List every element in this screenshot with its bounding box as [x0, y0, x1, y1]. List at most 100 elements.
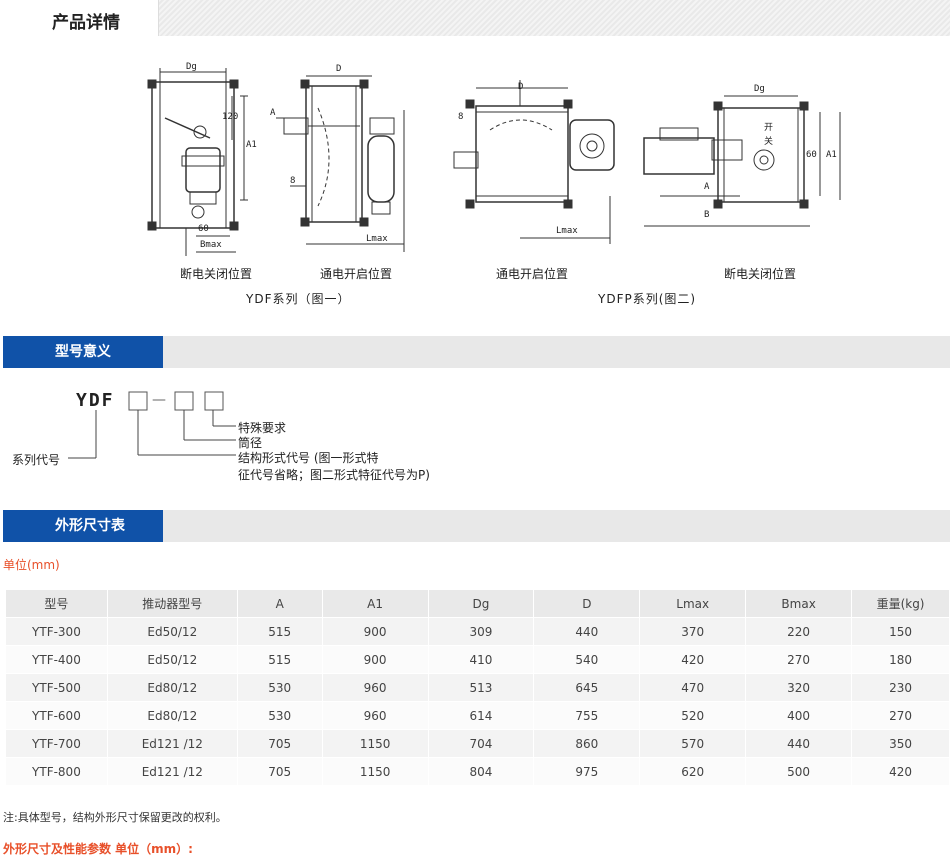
- table-cell: 180: [851, 645, 950, 674]
- table-cell: 515: [236, 617, 323, 646]
- dimensions-table: 型号 推动器型号 A A1 Dg D Lmax Bmax 重量(kg) YTF-…: [5, 589, 950, 786]
- model-meaning-header: 型号意义: [3, 336, 950, 368]
- table-cell: 1150: [321, 729, 429, 758]
- fig2-lmax-label: Lmax: [556, 226, 578, 236]
- column-header: A: [236, 589, 323, 618]
- table-cell: YTF-400: [5, 645, 108, 674]
- fig2-series-caption: YDFP系列(图二): [598, 292, 697, 306]
- table-cell: 645: [533, 673, 641, 702]
- table-cell: 520: [639, 701, 747, 730]
- table-cell: Ed50/12: [106, 645, 238, 674]
- tab-product-details-label: 产品详情: [52, 13, 120, 33]
- column-header: Lmax: [639, 589, 747, 618]
- table-cell: 860: [533, 729, 641, 758]
- table-cell: YTF-300: [5, 617, 108, 646]
- table-cell: Ed50/12: [106, 617, 238, 646]
- fig1-a1-label: A1: [246, 140, 257, 150]
- table-cell: Ed80/12: [106, 701, 238, 730]
- table-cell: 900: [321, 645, 429, 674]
- table-cell: 1150: [321, 757, 429, 786]
- fig1-closed-drawing: [147, 68, 248, 256]
- table-cell: Ed121 /12: [106, 729, 238, 758]
- fig1-d-label: D: [336, 64, 342, 74]
- fig2-60-label: 60: [806, 150, 817, 160]
- table-cell: 309: [427, 617, 535, 646]
- table-cell: 900: [321, 617, 429, 646]
- performance-heading: 外形尺寸及性能参数 单位（mm）:: [3, 842, 193, 856]
- table-note: 注:具体型号，结构外形尺寸保留更改的权利。: [3, 811, 227, 824]
- table-cell: 530: [236, 701, 323, 730]
- fig2-closed-drawing: [643, 95, 841, 227]
- table-row: YTF-700 Ed121 /12 705 1150 704 860 570 4…: [5, 729, 950, 758]
- table-cell: 500: [745, 757, 853, 786]
- table-cell: 960: [321, 673, 429, 702]
- fig2-8-label: 8: [458, 112, 464, 122]
- model-dash: —: [152, 392, 166, 408]
- column-header: 型号: [5, 589, 108, 618]
- table-cell: 614: [427, 701, 535, 730]
- table-cell: 400: [745, 701, 853, 730]
- dimensions-title: 外形尺寸表: [3, 510, 163, 542]
- model-prefix: YDF: [76, 390, 115, 411]
- model-special-label: 特殊要求: [238, 421, 287, 435]
- table-cell: 755: [533, 701, 641, 730]
- table-row: YTF-300 Ed50/12 515 900 309 440 370 220 …: [5, 617, 950, 646]
- table-cell: 960: [321, 701, 429, 730]
- model-structure-label-2: 征代号省略；图二形式特征代号为P): [238, 468, 430, 482]
- table-cell: 530: [236, 673, 323, 702]
- table-cell: 270: [851, 701, 950, 730]
- table-cell: Ed80/12: [106, 673, 238, 702]
- table-cell: 220: [745, 617, 853, 646]
- dimension-drawings: [147, 68, 841, 256]
- fig1-open-caption: 通电开启位置: [320, 267, 393, 281]
- column-header: 推动器型号: [106, 589, 238, 618]
- column-header: D: [533, 589, 641, 618]
- fig2-open-drawing: [453, 80, 615, 244]
- unit-label: 单位(mm): [3, 558, 60, 572]
- table-cell: YTF-500: [5, 673, 108, 702]
- fig2-a-label: A: [704, 182, 710, 192]
- tab-bar: 产品详情: [0, 0, 950, 36]
- fig1-8-label: 8: [290, 176, 296, 186]
- column-header: A1: [321, 589, 429, 618]
- table-row: YTF-500 Ed80/12 530 960 513 645 470 320 …: [5, 673, 950, 702]
- fig1-closed-caption: 断电关闭位置: [180, 267, 253, 281]
- table-cell: 705: [236, 729, 323, 758]
- table-row: YTF-800 Ed121 /12 705 1150 804 975 620 5…: [5, 757, 950, 786]
- table-row: YTF-600 Ed80/12 530 960 614 755 520 400 …: [5, 701, 950, 730]
- table-cell: 230: [851, 673, 950, 702]
- fig1-a-label: A: [270, 108, 276, 118]
- table-cell: 320: [745, 673, 853, 702]
- fig1-bmax-label: Bmax: [200, 240, 222, 250]
- fig2-a1-label: A1: [826, 150, 837, 160]
- table-cell: 975: [533, 757, 641, 786]
- fig1-series-caption: YDF系列（图一）: [246, 292, 351, 306]
- table-cell: YTF-700: [5, 729, 108, 758]
- fig2-dg-label: Dg: [754, 84, 765, 94]
- table-cell: 270: [745, 645, 853, 674]
- table-header-row: 型号 推动器型号 A A1 Dg D Lmax Bmax 重量(kg): [5, 589, 950, 618]
- tab-product-details[interactable]: 产品详情: [0, 0, 159, 36]
- table-cell: 704: [427, 729, 535, 758]
- fig2-open-caption: 通电开启位置: [496, 267, 569, 281]
- fig1-lmax-label: Lmax: [366, 234, 388, 244]
- model-series-code-label: 系列代号: [12, 453, 61, 467]
- table-cell: 370: [639, 617, 747, 646]
- fig2-guan-label: 关: [764, 137, 774, 147]
- table-cell: 515: [236, 645, 323, 674]
- table-cell: 440: [533, 617, 641, 646]
- table-cell: 440: [745, 729, 853, 758]
- table-row: YTF-400 Ed50/12 515 900 410 540 420 270 …: [5, 645, 950, 674]
- table-cell: 804: [427, 757, 535, 786]
- fig2-d-label: D: [518, 82, 524, 92]
- fig2-kai-label: 开: [764, 123, 774, 133]
- table-cell: 540: [533, 645, 641, 674]
- table-cell: YTF-600: [5, 701, 108, 730]
- column-header: 重量(kg): [851, 589, 950, 618]
- table-cell: 150: [851, 617, 950, 646]
- fig2-closed-caption: 断电关闭位置: [724, 267, 797, 281]
- table-cell: 620: [639, 757, 747, 786]
- column-header: Dg: [427, 589, 535, 618]
- table-cell: 513: [427, 673, 535, 702]
